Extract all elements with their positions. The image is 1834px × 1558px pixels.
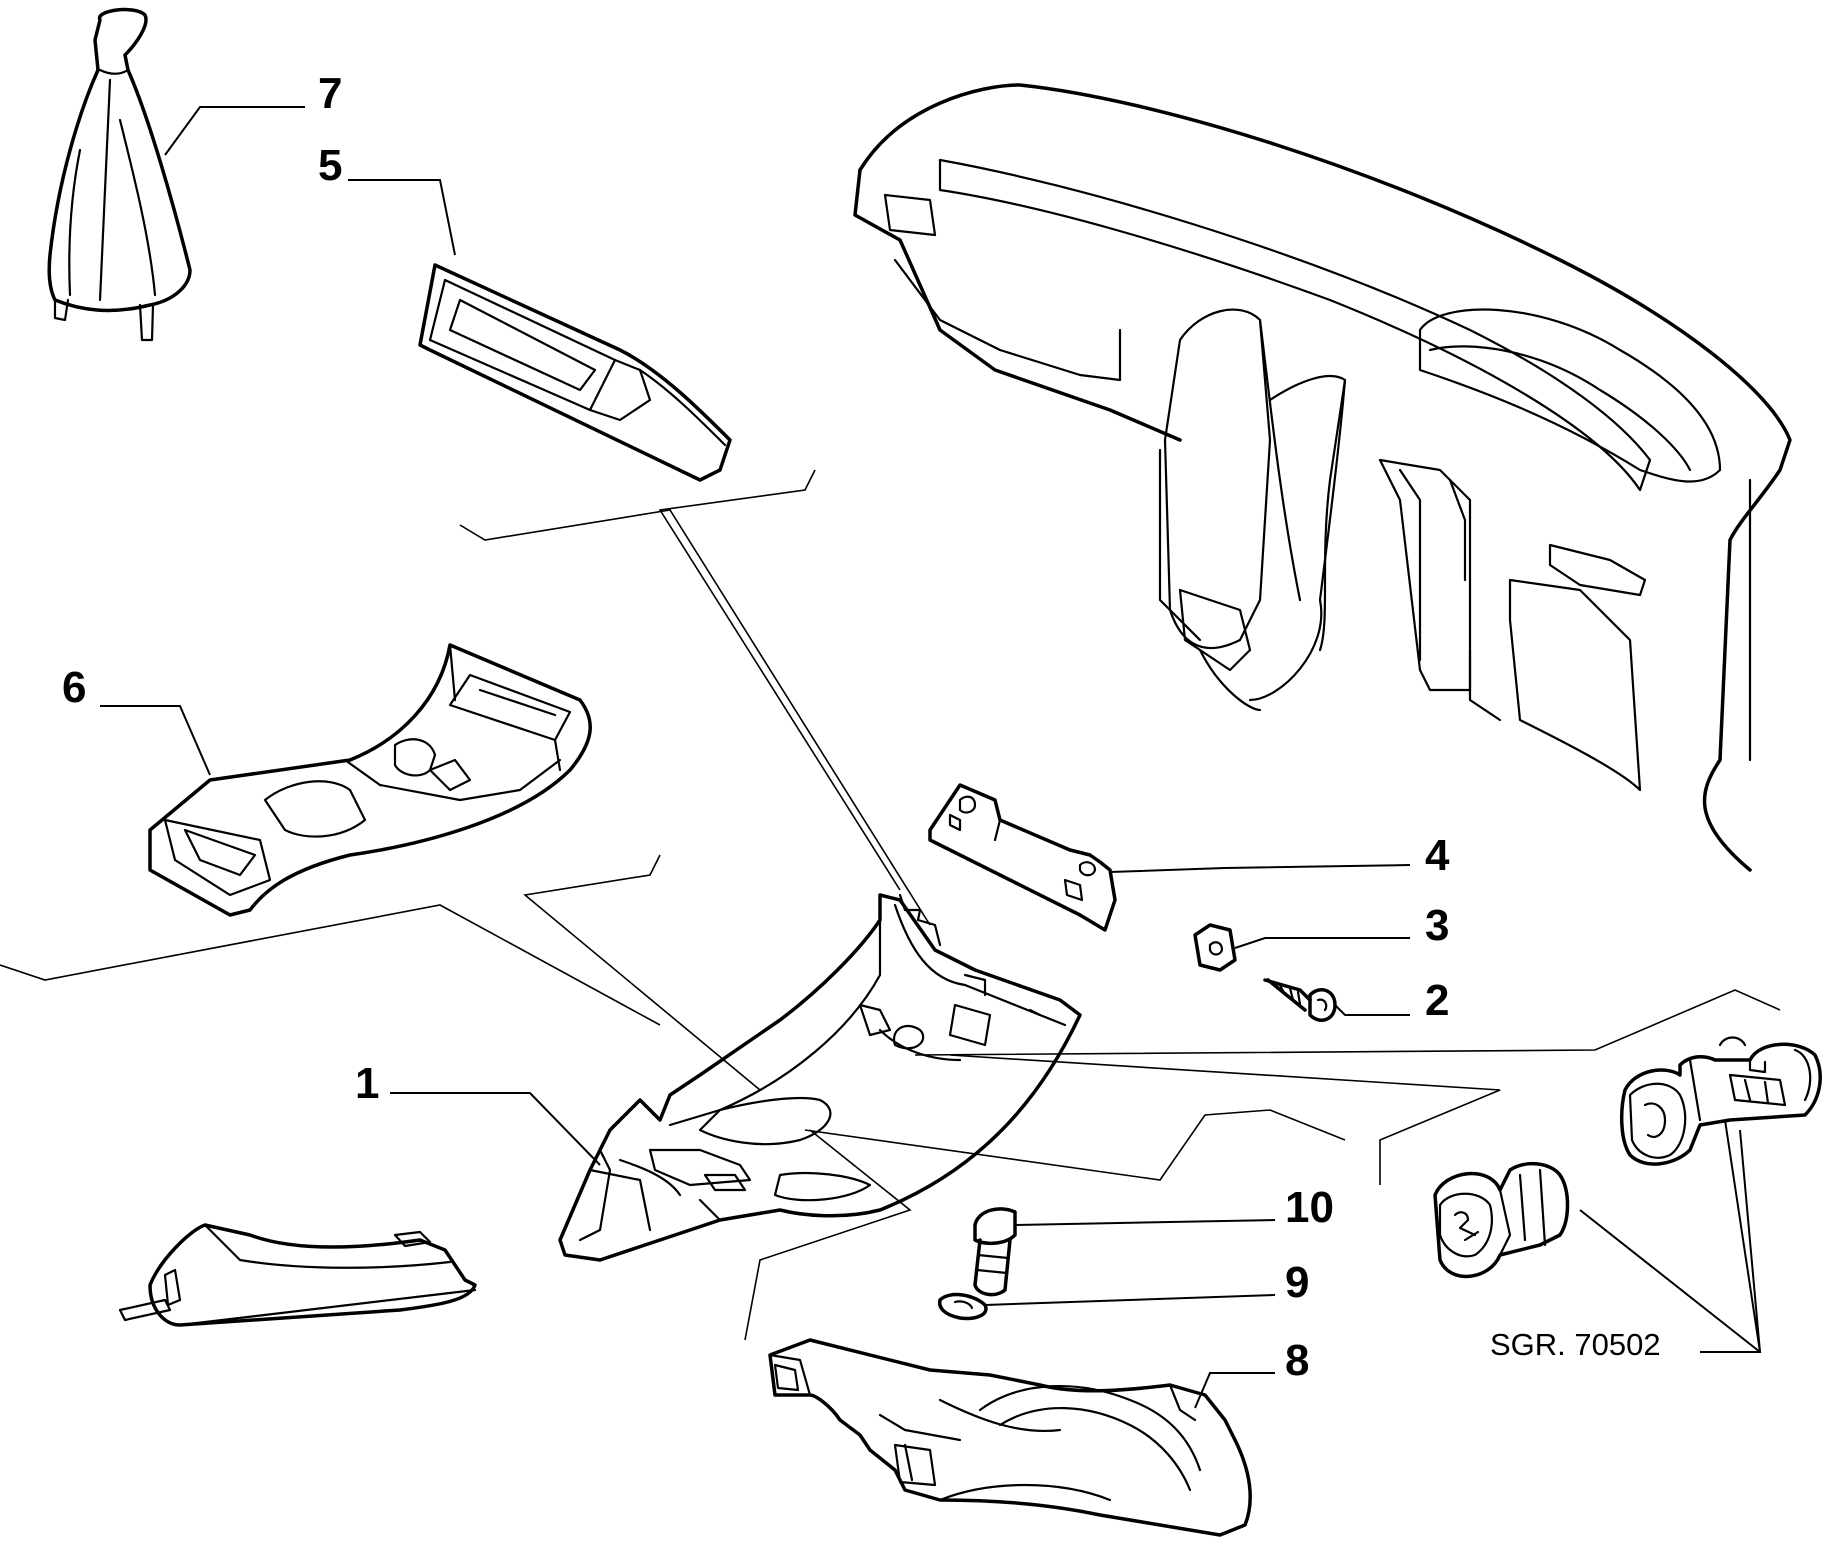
callout-8: 8 bbox=[1285, 1336, 1309, 1385]
callout-7: 7 bbox=[318, 69, 342, 118]
mounting-bracket bbox=[928, 783, 1117, 932]
callout-5: 5 bbox=[318, 141, 342, 190]
console-upper-cover bbox=[148, 643, 592, 917]
callout-10: 10 bbox=[1285, 1183, 1334, 1232]
screw bbox=[1263, 978, 1337, 1022]
callout-1: 1 bbox=[355, 1059, 379, 1108]
central-tunnel-console bbox=[558, 893, 1082, 1262]
dashboard bbox=[853, 83, 1792, 872]
cigarette-lighter bbox=[1433, 1036, 1822, 1278]
bolt bbox=[973, 1207, 1017, 1297]
console-trim-strip bbox=[418, 263, 732, 482]
leader-lines bbox=[100, 106, 1762, 1409]
gear-lever-boot bbox=[47, 7, 192, 342]
handbrake-boot bbox=[118, 1223, 477, 1327]
callout-9: 9 bbox=[1285, 1258, 1309, 1307]
callout-4: 4 bbox=[1425, 831, 1450, 880]
clip-nut bbox=[1193, 923, 1237, 972]
reference-code: SGR. 70502 bbox=[1490, 1327, 1661, 1362]
washer bbox=[937, 1292, 988, 1321]
callout-6: 6 bbox=[62, 663, 86, 712]
air-duct bbox=[768, 1338, 1252, 1537]
section-lines bbox=[0, 469, 1781, 1341]
callout-3: 3 bbox=[1425, 901, 1449, 950]
callout-labels: 7 5 6 4 3 2 1 10 9 8 SGR. 70502 bbox=[62, 69, 1661, 1385]
callout-2: 2 bbox=[1425, 976, 1449, 1025]
